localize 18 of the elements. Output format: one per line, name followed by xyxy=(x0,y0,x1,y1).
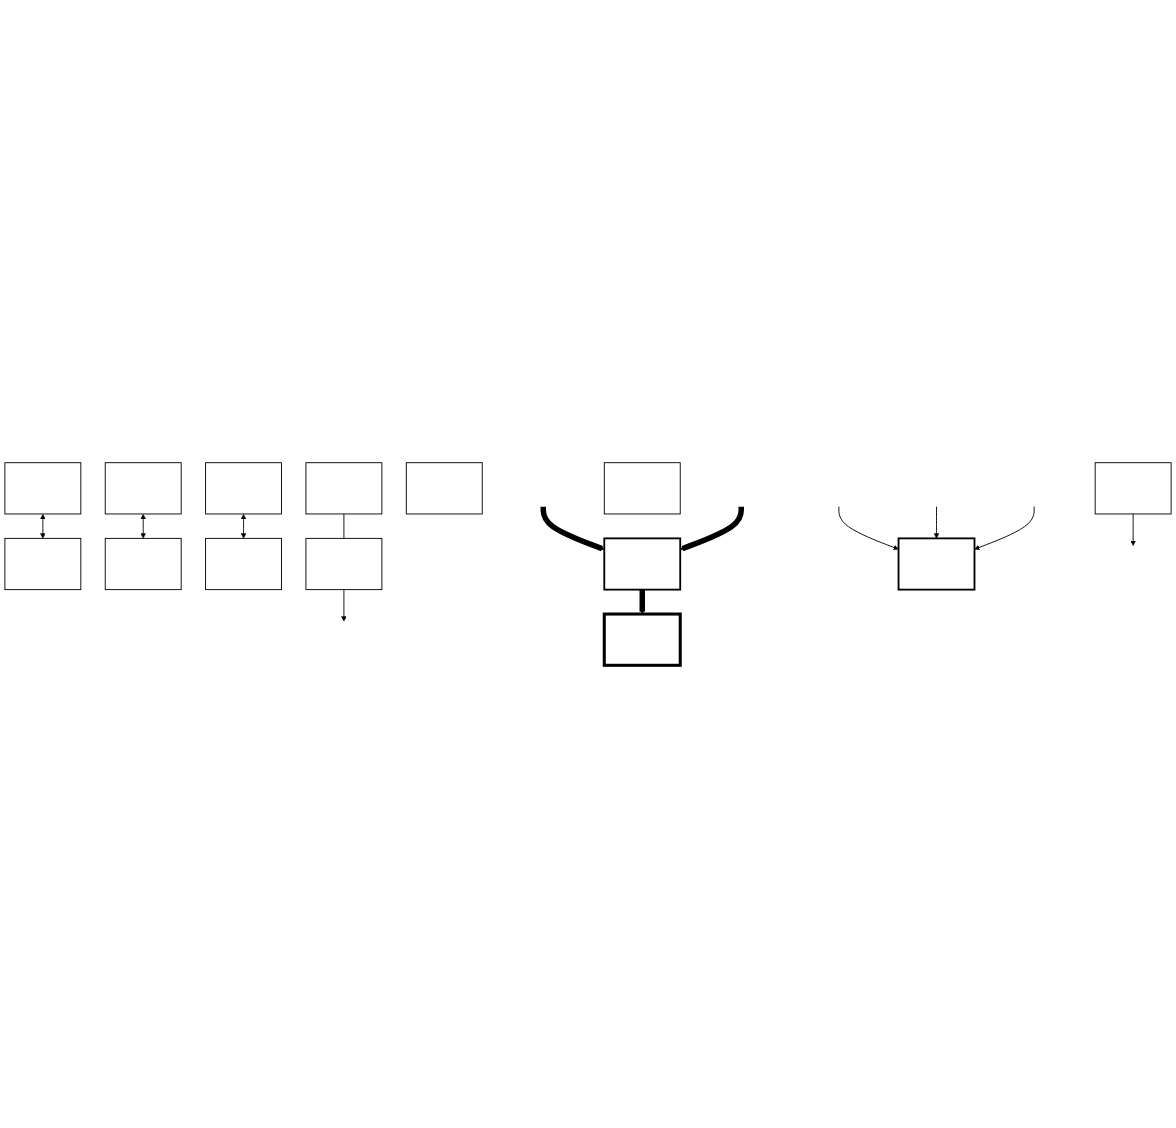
node-box xyxy=(305,537,383,591)
node-box xyxy=(205,462,282,515)
node-box xyxy=(305,462,383,515)
node-box xyxy=(205,537,282,591)
node-box xyxy=(1094,462,1172,515)
arrow xyxy=(540,506,605,552)
connector xyxy=(343,513,345,539)
node-box xyxy=(897,537,976,591)
node-box xyxy=(602,612,682,667)
node-box xyxy=(405,462,483,515)
node-box xyxy=(104,462,182,515)
node-box xyxy=(603,537,682,591)
arrow xyxy=(680,506,744,552)
arrow xyxy=(639,588,645,615)
node-box xyxy=(4,462,82,515)
node-box xyxy=(4,537,82,591)
node-box xyxy=(603,462,681,515)
node-box xyxy=(104,537,182,591)
